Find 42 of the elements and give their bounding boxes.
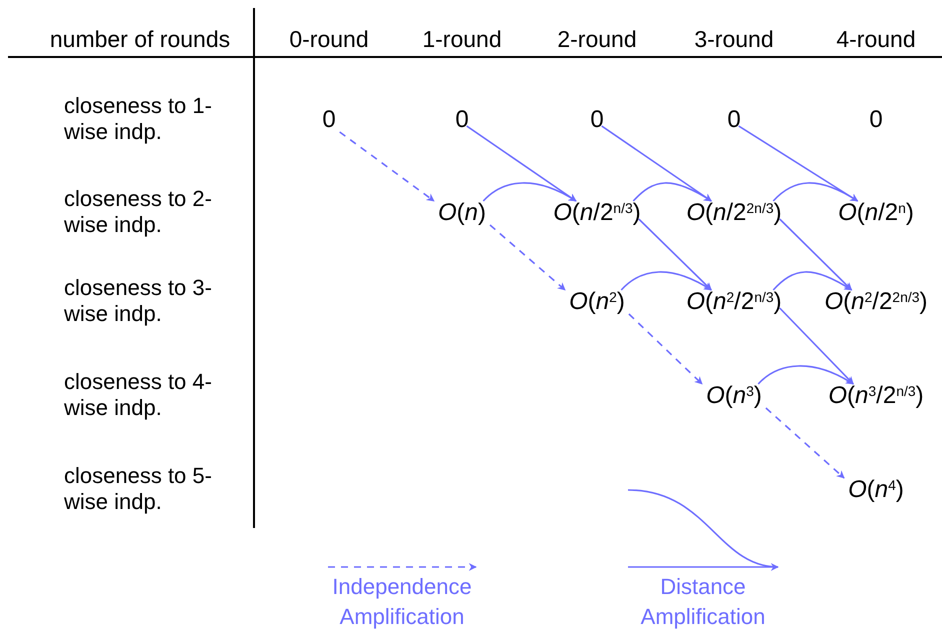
math-expression: 0: [723, 108, 745, 132]
legend-label: Independence Amplification: [331, 573, 473, 631]
row-header: closeness to 3-wise indp.: [64, 275, 213, 327]
arrow: [601, 125, 712, 202]
math-expression: O(n/2$^{n/3}$): [549, 201, 645, 225]
math-expression: O(n$^{3}$): [702, 384, 766, 408]
arrow: [638, 218, 712, 291]
math-expression: O(n): [434, 201, 490, 225]
row-header: closeness to 4-wise indp.: [64, 369, 213, 421]
arrow: [628, 313, 703, 385]
arrow: [339, 131, 435, 202]
column-header: 2-round: [557, 28, 637, 51]
arrow: [490, 224, 566, 291]
math-expression: 0: [586, 108, 608, 132]
arrow: [482, 182, 577, 202]
math-expression: O(n$^{3}$/2$^{n/3}$): [824, 384, 928, 408]
math-expression: O(n$^{2}$): [565, 290, 629, 314]
math-expression: 0: [451, 108, 473, 132]
math-expression: O(n$^{4}$): [844, 478, 908, 502]
column-header: 3-round: [694, 28, 774, 51]
arrow: [779, 218, 852, 291]
arrow: [758, 365, 854, 385]
legend-label: Distance Amplification: [640, 573, 766, 631]
math-expression: O(n$^{2}$/2$^{n/3}$): [682, 290, 786, 314]
math-expression: 0: [318, 108, 340, 132]
row-header: closeness to 5-wise indp.: [64, 463, 213, 515]
row-header: closeness to 2-wise indp.: [64, 186, 213, 238]
math-expression: O(n/2$^{2n/3}$): [682, 201, 786, 225]
column-header: 1-round: [422, 28, 502, 51]
column-header: number of rounds: [50, 28, 230, 51]
arrow: [772, 182, 858, 202]
arrow: [765, 407, 845, 479]
arrow: [772, 271, 852, 291]
arrow: [632, 182, 712, 202]
arrow: [779, 307, 854, 385]
row-header: closeness to 1-wise indp.: [64, 93, 213, 145]
arrow: [620, 271, 712, 291]
column-header: 0-round: [289, 28, 369, 51]
math-expression: O(n/2$^{n}$): [834, 201, 918, 225]
math-expression: 0: [865, 108, 887, 132]
math-expression: O(n$^{2}$/2$^{2n/3}$): [820, 290, 932, 314]
column-header: 4-round: [836, 28, 916, 51]
